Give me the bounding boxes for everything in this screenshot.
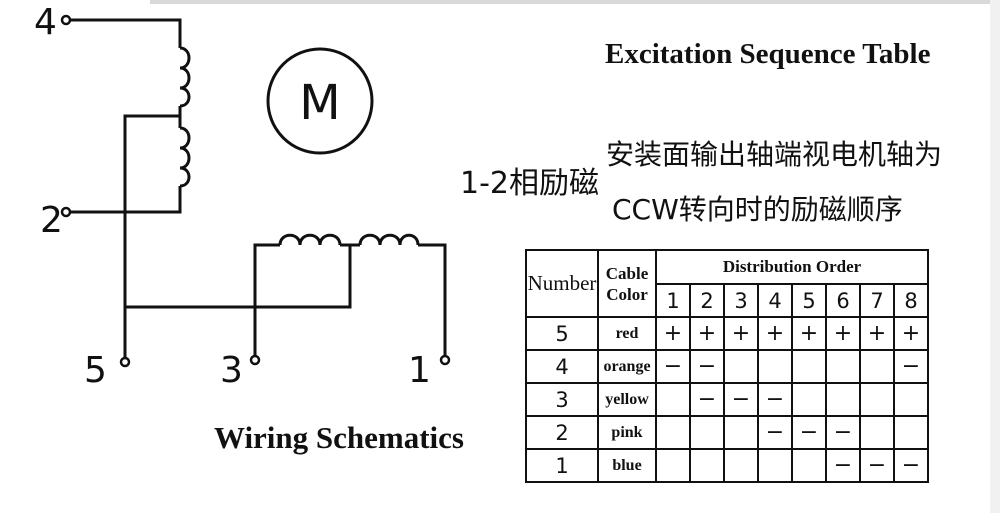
table-row: 3 yellow − − − [525,382,929,417]
table-row: 5 red + + + + + + + + [525,316,929,351]
excitation-mark: − [757,382,793,417]
row-cable-color: red [597,316,657,351]
sequence-title: Excitation Sequence Table [605,38,931,70]
excitation-mark: + [893,316,929,351]
row-cable-color: pink [597,415,657,450]
excitation-mark [791,448,827,483]
excitation-mark: + [689,316,725,351]
excitation-mark [655,415,691,450]
row-number: 2 [525,415,599,450]
wire-pin2 [66,186,182,214]
excitation-mark [791,382,827,417]
excitation-mark [723,448,759,483]
excitation-mark [655,448,691,483]
row-number: 3 [525,382,599,417]
excitation-mark [825,382,861,417]
table-row: 1 blue − − − [525,448,929,483]
excitation-mark [893,382,929,417]
excitation-mark: − [893,448,929,483]
excitation-mark [689,415,725,450]
header-distribution-order: Distribution Order [655,249,929,285]
excitation-mark [825,349,861,384]
rotation-note-line1: 安装面输出轴端视电机轴为 [606,138,943,171]
excitation-mark [723,415,759,450]
terminal-pin1 [439,354,451,366]
row-cable-color: blue [597,448,657,483]
table-row: 2 pink − − − [525,415,929,450]
excitation-mark: + [655,316,691,351]
step-header: 6 [825,283,861,318]
excitation-mark [689,448,725,483]
wire-center-tap-1 [123,106,182,360]
excitation-mark: − [655,349,691,384]
motor-label: M [299,75,340,131]
pin-label-1: 1 [408,350,431,391]
step-header: 7 [859,283,895,318]
excitation-mark [723,349,759,384]
coil-upper-2 [179,126,191,188]
wire-common [125,245,352,309]
header-cable-color: Cable Color [597,249,657,318]
excitation-mark: + [757,316,793,351]
excitation-mark [859,349,895,384]
pin-label-4: 4 [34,2,57,43]
terminal-pin4 [60,14,72,26]
wiring-title: Wiring Schematics [214,420,464,455]
step-header: 5 [791,283,827,318]
wire-pin1 [418,243,447,357]
pin-label-2: 2 [40,200,63,241]
excitation-mark: − [859,448,895,483]
coil-lower-1 [278,233,342,246]
wire-pin4 [66,18,182,48]
excitation-mark: + [723,316,759,351]
coil-upper-1 [179,46,191,108]
excitation-mark: − [893,349,929,384]
row-number: 4 [525,349,599,384]
wire-pin3 [253,243,280,357]
terminal-pin3 [249,354,261,366]
excitation-mark [859,382,895,417]
pin-label-3: 3 [220,350,243,391]
terminal-pin5 [119,356,131,368]
header-number: Number [525,249,599,318]
excitation-mark [757,448,793,483]
excitation-mark [859,415,895,450]
excitation-mark: − [825,448,861,483]
motor-symbol [266,47,374,155]
table-row: 4 orange − − − [525,349,929,384]
excitation-mark [655,382,691,417]
excitation-mark: − [791,415,827,450]
excitation-sequence-table: Number Cable Color Distribution Order 1 … [525,249,929,483]
excitation-mark: + [825,316,861,351]
excitation-mark: − [723,382,759,417]
pin-label-5: 5 [84,350,107,391]
excitation-mark [791,349,827,384]
excitation-mark [757,349,793,384]
excitation-mark: − [825,415,861,450]
excitation-mark: − [689,349,725,384]
top-border-strip [150,0,1000,4]
excitation-mark: − [689,382,725,417]
step-header: 8 [893,283,929,318]
coil-lower-2 [358,233,420,246]
excitation-mark: + [859,316,895,351]
excitation-mark [893,415,929,450]
step-header: 4 [757,283,793,318]
excitation-mode-label: 1-2相励磁 [460,166,599,201]
excitation-mark: − [757,415,793,450]
rotation-note-line2: CCW转向时的励磁顺序 [612,193,903,226]
right-border-strip [990,0,1000,513]
step-header: 1 [655,283,691,318]
step-header: 2 [689,283,725,318]
terminal-pin2 [60,206,72,218]
row-number: 1 [525,448,599,483]
row-cable-color: yellow [597,382,657,417]
wire-coil-link [125,114,182,128]
step-header: 3 [723,283,759,318]
excitation-mark: + [791,316,827,351]
row-number: 5 [525,316,599,351]
row-cable-color: orange [597,349,657,384]
